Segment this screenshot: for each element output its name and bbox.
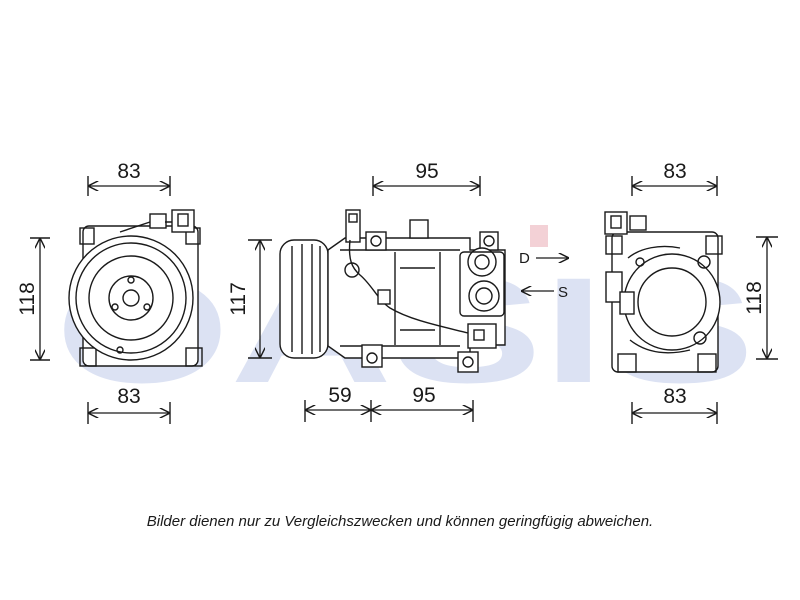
side-height-label: 117 — [227, 282, 250, 315]
rear-height-dimension: 118 — [743, 236, 778, 360]
front-height-dimension: 118 — [16, 237, 50, 361]
front-bottom-width-label: 83 — [117, 385, 140, 408]
side-bottom-right-length-label: 95 — [412, 384, 435, 407]
rear-top-width-label: 83 — [663, 160, 686, 183]
rear-top-dimension: 83 — [631, 160, 718, 196]
side-height-dimension: 117 — [227, 239, 272, 359]
side-view — [279, 209, 506, 373]
rear-bottom-width-label: 83 — [663, 385, 686, 408]
disclaimer-caption: Bilder dienen nur zu Vergleichszwecken u… — [146, 513, 654, 530]
side-top-dimension: 95 — [372, 160, 481, 196]
suction-port-indicator: S — [522, 284, 568, 301]
side-bottom-dimension: 59 95 — [304, 384, 474, 422]
side-bottom-left-length-label: 59 — [328, 384, 351, 407]
discharge-port-indicator: D — [519, 250, 568, 267]
rear-bottom-dimension: 83 — [631, 385, 718, 424]
front-view — [68, 209, 203, 367]
side-top-length-label: 95 — [415, 160, 438, 183]
front-top-dimension: 83 — [87, 160, 171, 196]
discharge-port-label: D — [519, 250, 530, 267]
suction-port-label: S — [558, 284, 568, 301]
rear-height-label: 118 — [743, 281, 766, 314]
front-top-width-label: 83 — [117, 160, 140, 183]
rear-view — [604, 211, 723, 373]
front-bottom-dimension: 83 — [87, 385, 171, 424]
front-height-label: 118 — [16, 282, 39, 315]
